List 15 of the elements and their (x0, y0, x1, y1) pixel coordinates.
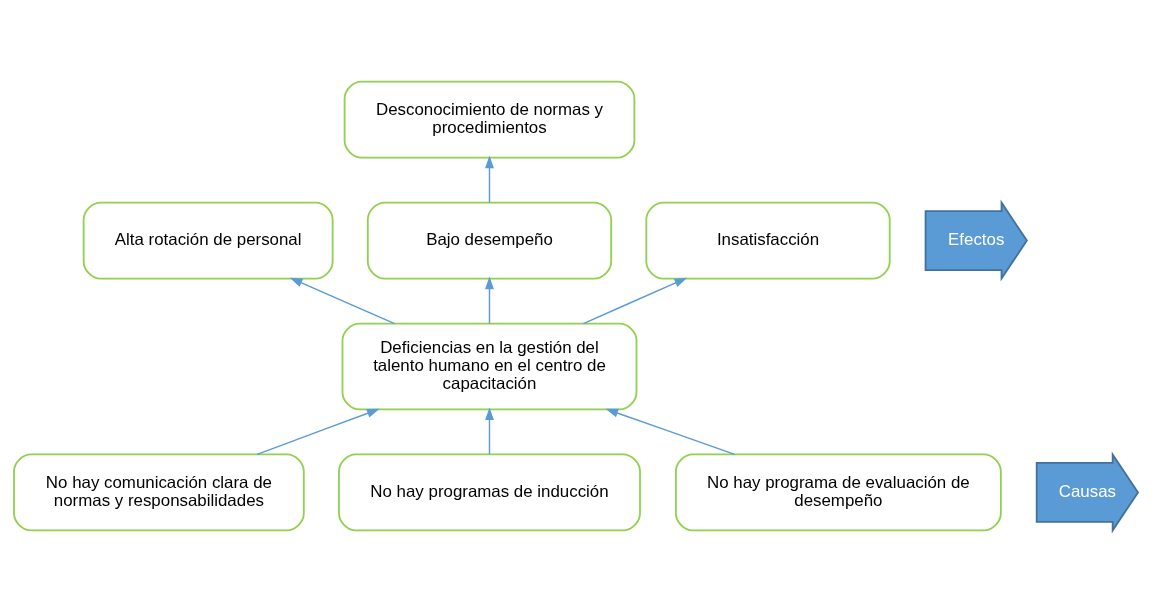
arrow (485, 407, 494, 455)
node-box: No hay comunicación clara de normas y responsabilidades (13, 453, 305, 532)
arrow (256, 408, 380, 456)
node-box: Bajo desempeño (366, 201, 613, 280)
node-box: No hay programa de evaluación de desempeño (674, 453, 1002, 532)
arrow (485, 155, 494, 204)
arrow (582, 277, 688, 325)
node-box: Alta rotación de personal (82, 201, 334, 280)
arrow (485, 276, 494, 325)
arrow (289, 277, 396, 325)
node-box: Desconocimiento de normas y procedimientos (343, 80, 636, 159)
arrow (605, 408, 736, 456)
node-box: No hay programas de inducción (338, 453, 641, 532)
node-box: Insatisfacción (645, 201, 891, 280)
node-box: Deficiencias en la gestión del talento humano en el centro de capacitación (341, 322, 638, 411)
